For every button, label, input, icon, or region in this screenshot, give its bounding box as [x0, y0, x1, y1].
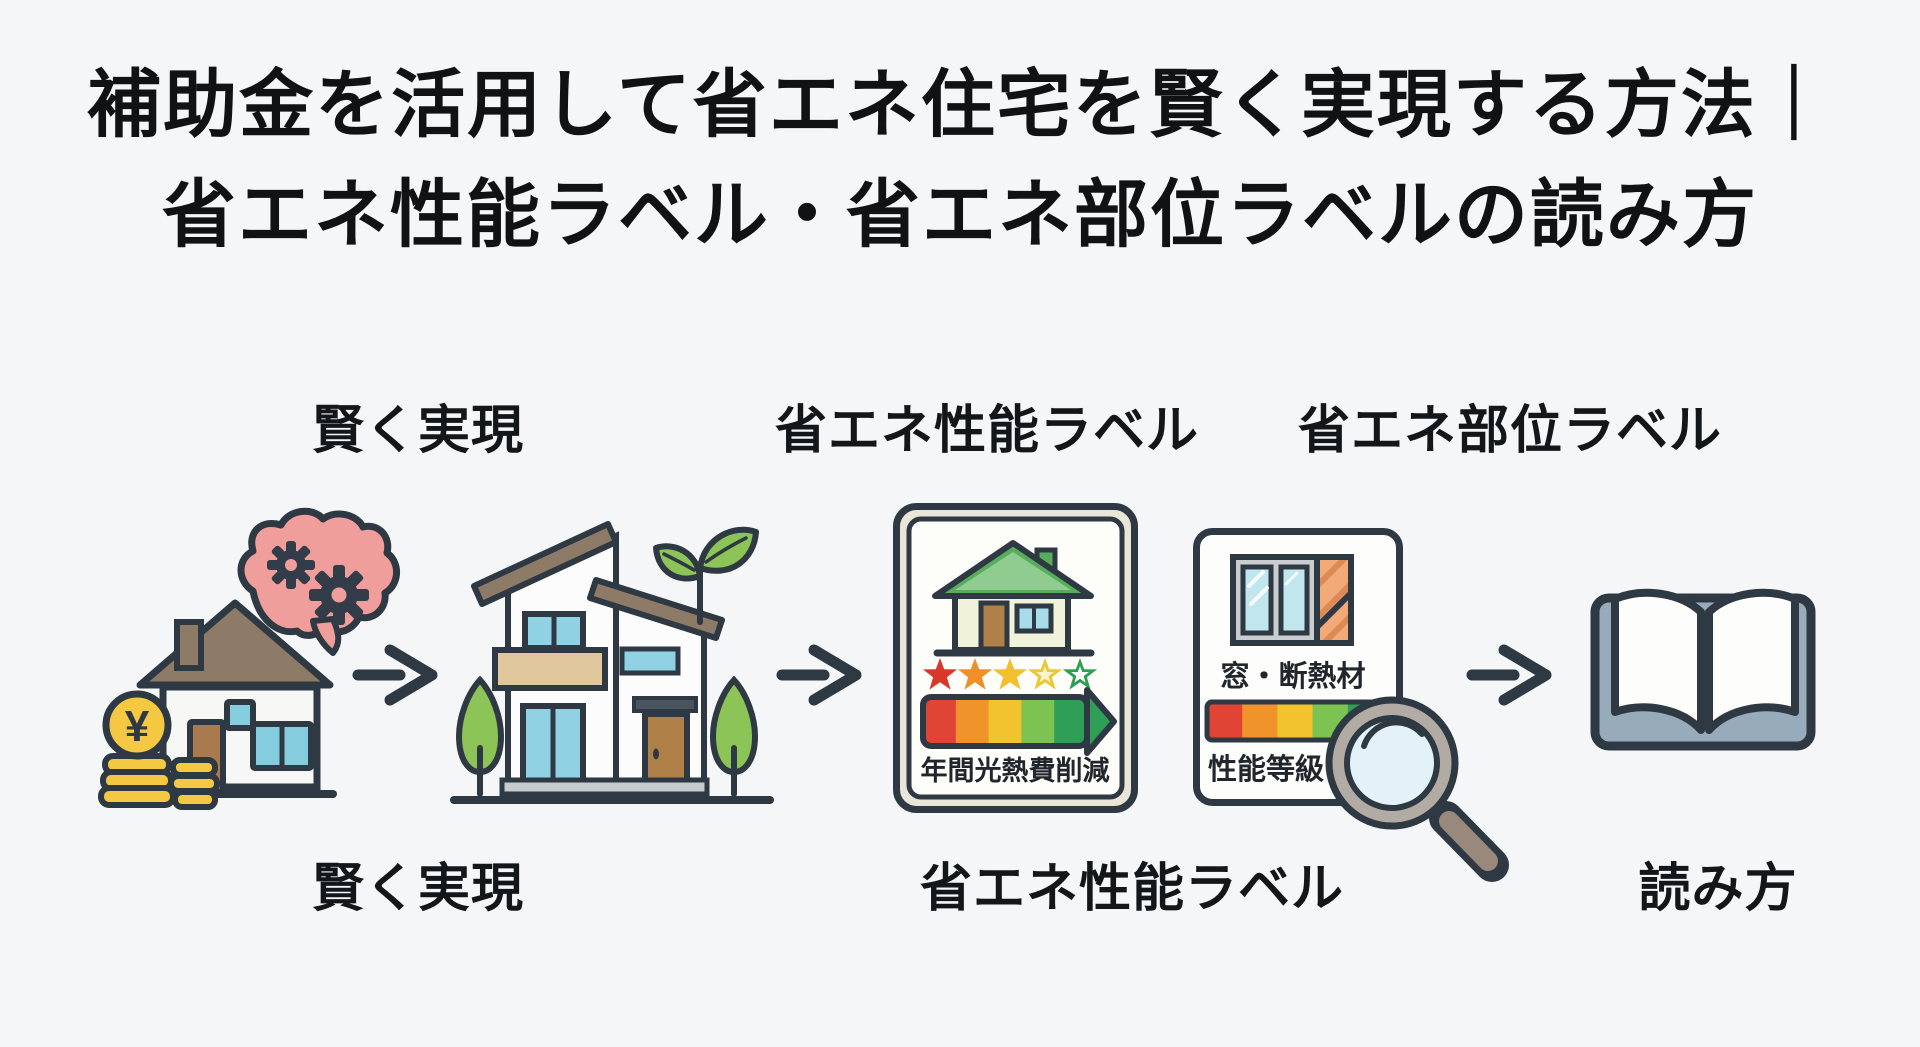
eco-house-icon	[450, 521, 775, 812]
label-house-icon	[932, 540, 1095, 657]
left-roof-beam	[471, 521, 619, 607]
base-slab	[499, 777, 710, 797]
yen-symbol: ¥	[125, 702, 150, 751]
front-door	[642, 711, 690, 793]
door-lintel	[632, 696, 698, 713]
card-caption: 年間光熱費削減	[921, 755, 1110, 786]
top-label-smart-realize: 賢く実現	[311, 402, 524, 460]
top-label-part-label: 省エネ部位ラベル	[1297, 402, 1722, 460]
page-title-line1: 補助金を活用して省エネ住宅を賢く実現する方法｜	[87, 63, 1833, 146]
performance-label-card: 年間光熱費削減	[893, 503, 1138, 813]
part-card-material-text: 窓・断熱材	[1220, 659, 1365, 693]
window-insulation-icon	[1230, 554, 1354, 646]
top-label-performance-label: 省エネ性能ラベル	[774, 402, 1199, 460]
yen-coins-icon: ¥	[98, 690, 220, 810]
magnifier-icon	[1308, 682, 1520, 894]
gear-icon-small	[267, 541, 315, 589]
leaf-sprout-icon	[653, 526, 759, 625]
bottom-label-smart-realize: 賢く実現	[311, 860, 524, 918]
page-title-line2: 省エネ性能ラベル・省エネ部位ラベルの読み方	[162, 173, 1758, 256]
bottom-label-performance-label: 省エネ性能ラベル	[919, 860, 1344, 918]
balcony-band	[492, 647, 608, 691]
side-window	[619, 646, 681, 676]
open-book-icon	[1585, 560, 1825, 760]
arrow-right-icon-2	[776, 640, 868, 710]
tree-icon-right	[709, 675, 759, 797]
gear-icon-large	[309, 565, 369, 625]
arrow-right-icon-1	[352, 640, 444, 710]
tree-icon-left	[455, 675, 505, 797]
house-coins-brain-icon: ¥	[85, 505, 400, 850]
energy-gradient-bar	[920, 687, 1117, 756]
right-roof-beam	[587, 577, 725, 641]
bottom-label-how-to-read: 読み方	[1638, 860, 1798, 918]
part-card-grade-text: 性能等級	[1208, 752, 1324, 786]
arrow-right-icon-3	[1466, 640, 1558, 710]
brain-gears-icon	[237, 507, 400, 656]
page-title: 補助金を活用して省エネ住宅を賢く実現する方法｜ 省エネ性能ラベル・省エネ部位ラベ…	[0, 50, 1920, 270]
